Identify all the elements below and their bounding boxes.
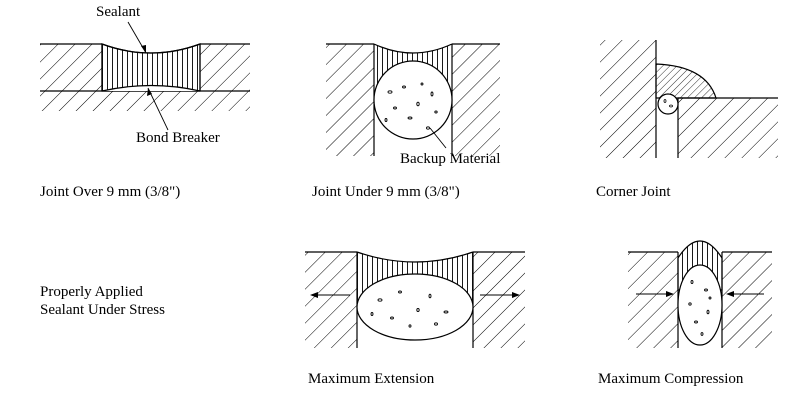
properly-applied-caption-line2: Sealant Under Stress <box>40 302 165 318</box>
properly-applied-caption-line1: Properly Applied <box>40 284 143 300</box>
corner-joint-diagram <box>600 40 778 158</box>
backup-material-label: Backup Material <box>400 151 501 167</box>
compression-arrows <box>636 291 764 297</box>
backup-material-leader <box>429 127 447 149</box>
backup-rod <box>677 264 723 346</box>
corner-sealant-fillet <box>655 63 717 99</box>
maximum-compression-diagram <box>628 240 772 348</box>
bond-breaker-label: Bond Breaker <box>136 130 220 146</box>
bond-breaker-tape <box>101 84 201 92</box>
maximum-compression-caption: Maximum Compression <box>598 371 744 387</box>
bond-breaker-leader <box>147 87 169 131</box>
left-substrate-block <box>40 44 102 91</box>
backup-rod <box>373 60 453 140</box>
maximum-extension-diagram <box>305 251 525 348</box>
sealant-label: Sealant <box>96 4 141 20</box>
extension-arrows <box>310 292 520 298</box>
bottom-substrate <box>40 91 250 111</box>
joint-over-caption: Joint Over 9 mm (3/8") <box>40 184 181 200</box>
sealant-body <box>101 43 201 92</box>
joint-under-caption: Joint Under 9 mm (3/8") <box>312 184 460 200</box>
maximum-extension-caption: Maximum Extension <box>308 371 435 387</box>
right-substrate-block <box>200 44 250 91</box>
backup-rod <box>356 273 474 341</box>
corner-backup-rod <box>657 93 679 115</box>
corner-joint-caption: Corner Joint <box>596 184 671 200</box>
joint-over-diagram <box>40 21 250 131</box>
backup-rod-speckles <box>384 82 438 130</box>
joint-under-diagram <box>326 43 500 156</box>
